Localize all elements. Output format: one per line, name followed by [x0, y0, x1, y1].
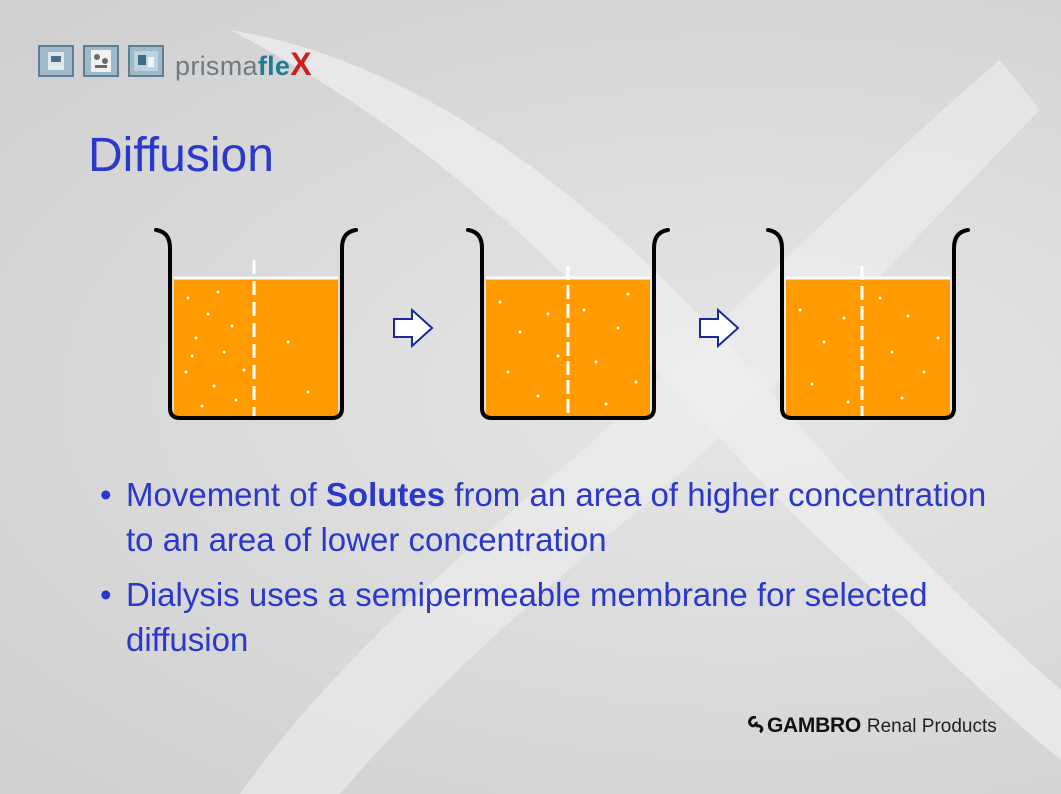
- brand-x: X: [290, 46, 312, 82]
- bullet-icon: •: [100, 476, 112, 513]
- bullet-list: • Movement of Solutes from an area of hi…: [100, 472, 1000, 672]
- gambro-logo: GAMBRO Renal Products: [747, 714, 997, 738]
- renal-products-label: Renal Products: [866, 716, 997, 737]
- prismaflex-logo: prismafleX: [38, 38, 312, 83]
- right-hollow-arrow-icon: [699, 307, 740, 349]
- beaker-2: [466, 228, 670, 420]
- bullet-item-2: • Dialysis uses a semipermeable membrane…: [100, 572, 1000, 662]
- machine-thumbnail-2: [83, 44, 119, 77]
- diffusion-diagram: [154, 228, 970, 420]
- slide-title: Diffusion: [88, 129, 274, 182]
- beaker-2-outline: [466, 228, 670, 420]
- machine-thumbnail-3: [128, 44, 164, 77]
- beaker-2-solutes: [498, 292, 638, 406]
- bullet-icon: •: [100, 576, 112, 613]
- gambro-name: GAMBRO: [767, 714, 861, 737]
- brand-flex: fle: [257, 51, 291, 81]
- gambro-swirl-icon: [748, 716, 764, 734]
- machine-thumbnail-1: [38, 44, 74, 77]
- beaker-3-solutes: [798, 296, 940, 404]
- bullet-1-text-start: Movement of: [126, 476, 326, 513]
- beaker-1-solutes: [184, 290, 310, 408]
- beaker-3-outline: [766, 228, 970, 420]
- beaker-1-outline: [154, 228, 358, 420]
- bullet-1-bold-term: Solutes: [325, 476, 446, 513]
- bullet-1-text-end: from an area of higher concentration to …: [126, 476, 987, 558]
- beaker-3: [766, 228, 970, 420]
- brand-prefix: prisma: [175, 51, 258, 81]
- beaker-1-liquid: [174, 278, 338, 416]
- beaker-3-liquid: [786, 278, 950, 416]
- right-hollow-arrow-icon: [393, 307, 434, 349]
- beaker-1: [154, 228, 358, 420]
- bullet-2-text: Dialysis uses a semipermeable membrane f…: [126, 576, 928, 658]
- bullet-item-1: • Movement of Solutes from an area of hi…: [100, 472, 1000, 562]
- brand-wordmark: prismafleX: [175, 46, 312, 83]
